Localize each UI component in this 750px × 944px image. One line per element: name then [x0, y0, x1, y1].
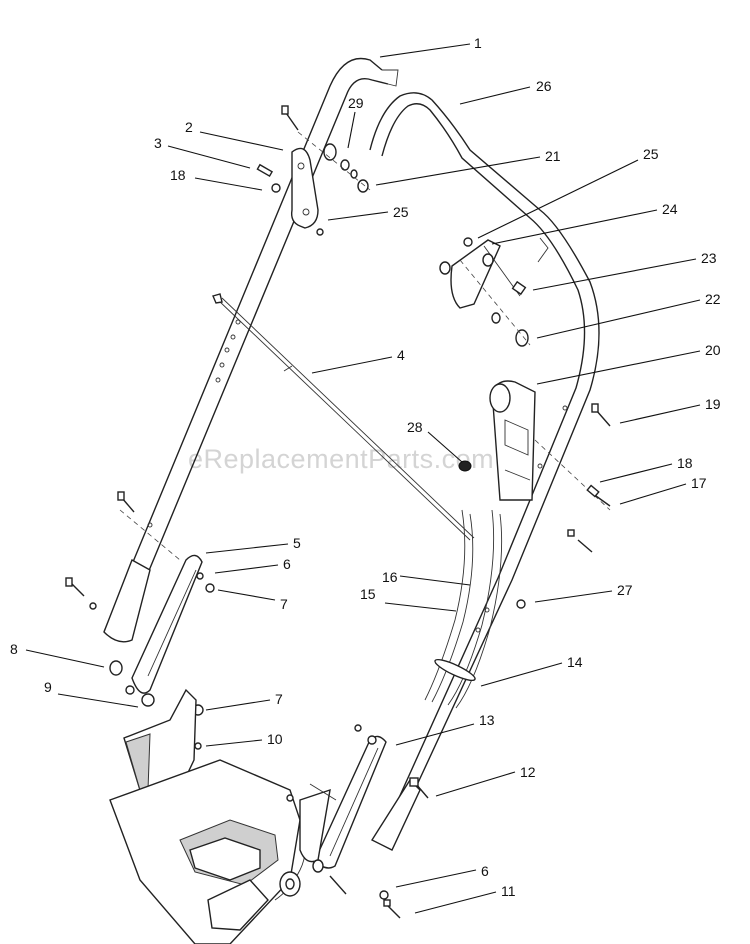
callout-24: 24 [662, 201, 678, 217]
callout-7-lower: 7 [275, 691, 283, 707]
callout-29: 29 [348, 95, 364, 111]
callout-20: 20 [705, 342, 721, 358]
callout-28: 28 [407, 419, 423, 435]
callout-labels: 1 26 29 2 3 18 21 25 25 24 23 22 20 4 19… [10, 35, 721, 899]
left-lower-bracket [65, 491, 215, 750]
handle-bracket-left [290, 147, 319, 229]
right-bracket [439, 237, 531, 347]
callout-1: 1 [474, 35, 482, 51]
callout-18-right: 18 [677, 455, 693, 471]
right-bolts [516, 403, 611, 609]
callout-15: 15 [360, 586, 376, 602]
callout-25-left: 25 [393, 204, 409, 220]
control-rod [212, 293, 475, 541]
callout-6-lower: 6 [481, 863, 489, 879]
callout-23: 23 [701, 250, 717, 266]
watermark: eReplacementParts.com [188, 444, 494, 474]
callout-2: 2 [185, 119, 193, 135]
callout-3: 3 [154, 135, 162, 151]
cable-tie [434, 658, 476, 682]
callout-13: 13 [479, 712, 495, 728]
right-lower-bracket [299, 724, 429, 919]
upper-handle [103, 57, 399, 639]
callout-26: 26 [536, 78, 552, 94]
callout-19: 19 [705, 396, 721, 412]
callout-11: 11 [501, 883, 516, 899]
callout-14: 14 [567, 654, 583, 670]
callout-21: 21 [545, 148, 561, 164]
callout-4: 4 [397, 347, 405, 363]
callout-16: 16 [382, 569, 398, 585]
cables [424, 509, 503, 709]
control-housing [489, 380, 536, 501]
callout-8: 8 [10, 641, 18, 657]
callout-25-right: 25 [643, 146, 659, 162]
spacer [458, 460, 472, 472]
callout-6-upper: 6 [283, 556, 291, 572]
handle-holes [147, 319, 241, 528]
callout-12: 12 [520, 764, 536, 780]
callout-7-upper: 7 [280, 596, 288, 612]
callout-10: 10 [267, 731, 283, 747]
lower-handle [369, 92, 600, 801]
callout-5: 5 [293, 535, 301, 551]
leader-lines [25, 43, 701, 914]
callout-27: 27 [617, 582, 633, 598]
callout-18-top: 18 [170, 167, 186, 183]
callout-9: 9 [44, 679, 52, 695]
callout-22: 22 [705, 291, 721, 307]
top-hardware [256, 105, 371, 236]
callout-17: 17 [691, 475, 707, 491]
mower-deck [109, 759, 306, 944]
